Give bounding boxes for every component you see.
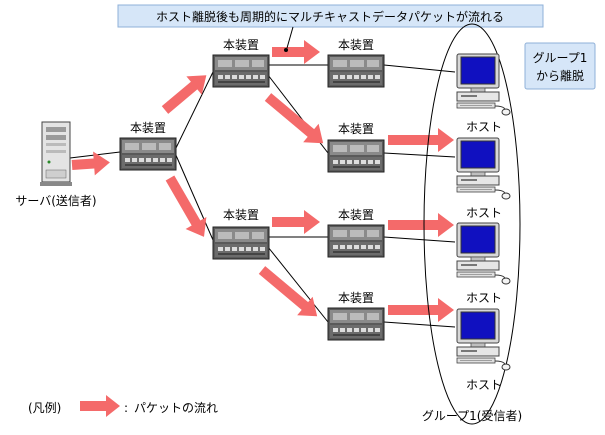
legend-desc: パケットの流れ [134, 401, 218, 415]
callout-group-line2: から離脱 [536, 68, 584, 83]
flow-arrow [258, 266, 318, 317]
flow-arrow [388, 128, 454, 152]
host-label: ホスト [466, 291, 502, 305]
callout-top-text: ホスト離脱後も周期的にマルチキャストデータパケットが流れる [156, 9, 504, 24]
legend-prefix: (凡例) [28, 401, 61, 415]
callout-group-line1: グループ1 [533, 51, 588, 65]
flow-arrow [161, 75, 207, 114]
device-label: 本装置 [338, 208, 374, 222]
flow-arrow [264, 93, 324, 144]
device-edge-3: 本装置 [327, 208, 385, 258]
host-label: ホスト [466, 120, 502, 134]
legend-arrow [80, 395, 120, 417]
packet-flow-arrows [71, 40, 454, 417]
host-computer: ホスト [456, 53, 511, 134]
receiver-group-boundary [423, 23, 521, 425]
legend-colon: : [124, 401, 128, 415]
flow-arrow [71, 151, 110, 176]
device-label: 本装置 [223, 38, 259, 52]
server [40, 121, 72, 186]
device-label: 本装置 [223, 208, 259, 222]
device-label: 本装置 [130, 121, 166, 135]
device-edge-4: 本装置 [327, 291, 385, 341]
host-computer: ホスト [456, 137, 511, 220]
server-label: サーバ(送信者) [15, 193, 96, 208]
group-label: グループ1(受信者) [422, 409, 522, 423]
host-computer: ホスト [456, 308, 511, 392]
flow-arrow [165, 175, 207, 237]
device-mid-lower: 本装置 [212, 208, 270, 260]
flow-arrow [388, 298, 454, 322]
device-root: 本装置 [119, 121, 177, 171]
device-label: 本装置 [338, 122, 374, 136]
callout-top: ホスト離脱後も周期的にマルチキャストデータパケットが流れる [117, 4, 544, 52]
device-edge-1: 本装置 [327, 38, 385, 88]
device-edge-2: 本装置 [327, 122, 385, 173]
host-computer: ホスト [456, 222, 511, 305]
device-label: 本装置 [338, 38, 374, 52]
flow-arrow [388, 213, 454, 237]
device-label: 本装置 [338, 291, 374, 305]
host-label: ホスト [466, 206, 502, 220]
connection-lines [69, 64, 456, 328]
callout-group: グループ1 から離脱 [524, 42, 596, 90]
flow-arrow [272, 40, 320, 64]
flow-arrow [272, 210, 320, 234]
device-mid-upper: 本装置 [212, 38, 270, 88]
host-label: ホスト [466, 378, 502, 392]
